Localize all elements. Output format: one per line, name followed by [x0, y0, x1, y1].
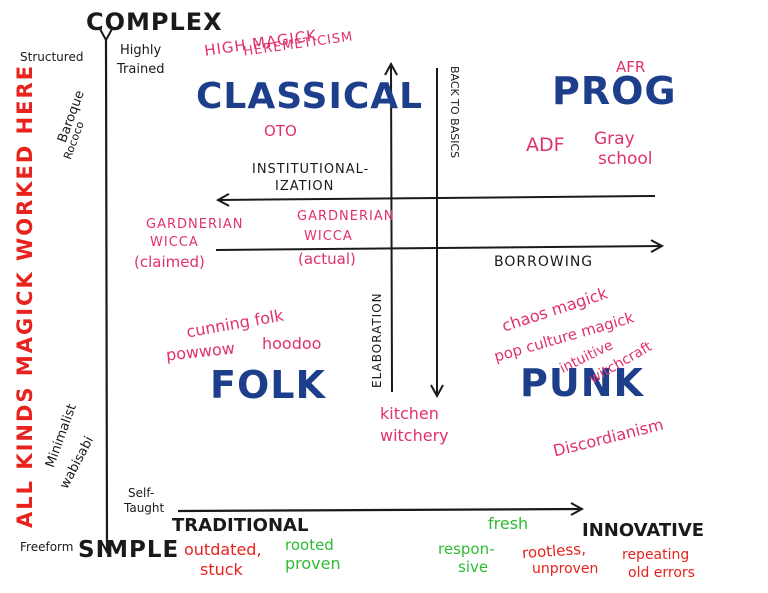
tradition-gardnerian-claimed-1: Gardnerian: [146, 217, 244, 232]
institutionalization-label-1: Institutional-: [252, 162, 370, 177]
x-axis-line: [177, 509, 582, 511]
tradition-oto: OTO: [264, 122, 297, 140]
quadrant-classical: Classical: [196, 76, 424, 117]
tradition-kitchen-1: kitchen: [380, 404, 439, 423]
tradeoff-rootless-2: unproven: [532, 561, 599, 577]
tradeoff-rooted-2: proven: [285, 554, 341, 573]
trained-note: Trained: [117, 62, 165, 77]
y-top-label: Complex: [86, 8, 223, 36]
y-bottom-label: Simple: [78, 537, 180, 563]
freeform-note: Freeform: [20, 540, 74, 554]
tradition-gardnerian-claimed-2: Wicca: [150, 235, 199, 250]
tradition-gardnerian-actual-3: (actual): [298, 250, 356, 268]
elaboration-arrow: [391, 64, 392, 393]
institutionalization-arrow: [218, 196, 656, 200]
tradition-kitchen-2: witchery: [380, 426, 449, 445]
y-axis-line: [106, 40, 107, 552]
tradition-adf: ADF: [526, 134, 565, 156]
structured-note: Structured: [20, 50, 84, 64]
tradition-hoodoo: hoodoo: [262, 334, 322, 353]
x-right-label: Innovative: [582, 520, 705, 541]
tradeoff-repeating-1: repeating: [622, 547, 690, 563]
back-to-basics-label: Back to Basics: [448, 66, 461, 159]
tradition-gray-school-2: school: [598, 149, 653, 169]
self-note: Self-: [128, 486, 155, 500]
taught-note: Taught: [124, 501, 165, 515]
tradition-gardnerian-actual-1: Gardnerian: [297, 209, 395, 224]
tradeoff-responsive-2: sive: [458, 558, 489, 576]
tradeoff-repeating-2: old errors: [628, 565, 695, 581]
tradeoff-outdated-1: outdated,: [184, 540, 262, 559]
quadrant-punk: Punk: [520, 361, 644, 405]
tradition-gardnerian-claimed-3: (claimed): [134, 253, 205, 271]
tradeoff-rooted-1: rooted: [285, 536, 334, 554]
borrowing-label: Borrowing: [494, 254, 594, 270]
tradeoff-outdated-2: stuck: [200, 560, 243, 579]
highly-note: Highly: [120, 43, 162, 58]
tradition-gardnerian-actual-2: Wicca: [304, 229, 353, 244]
borrowing-arrow: [215, 246, 662, 250]
tradeoff-responsive-1: respon-: [438, 540, 495, 558]
x-left-label: Traditional: [172, 515, 309, 536]
quadrant-folk: Folk: [210, 363, 326, 407]
institutionalization-label-2: ization: [275, 179, 335, 194]
tradition-afr: AFR: [616, 58, 646, 76]
side-label: All Kinds Magick Worked Here: [13, 63, 37, 528]
elaboration-label: Elaboration: [370, 292, 384, 388]
tradition-gray-school-1: Gray: [594, 129, 635, 149]
quadrant-prog: Prog: [552, 69, 677, 113]
tradeoff-fresh: fresh: [488, 514, 529, 533]
